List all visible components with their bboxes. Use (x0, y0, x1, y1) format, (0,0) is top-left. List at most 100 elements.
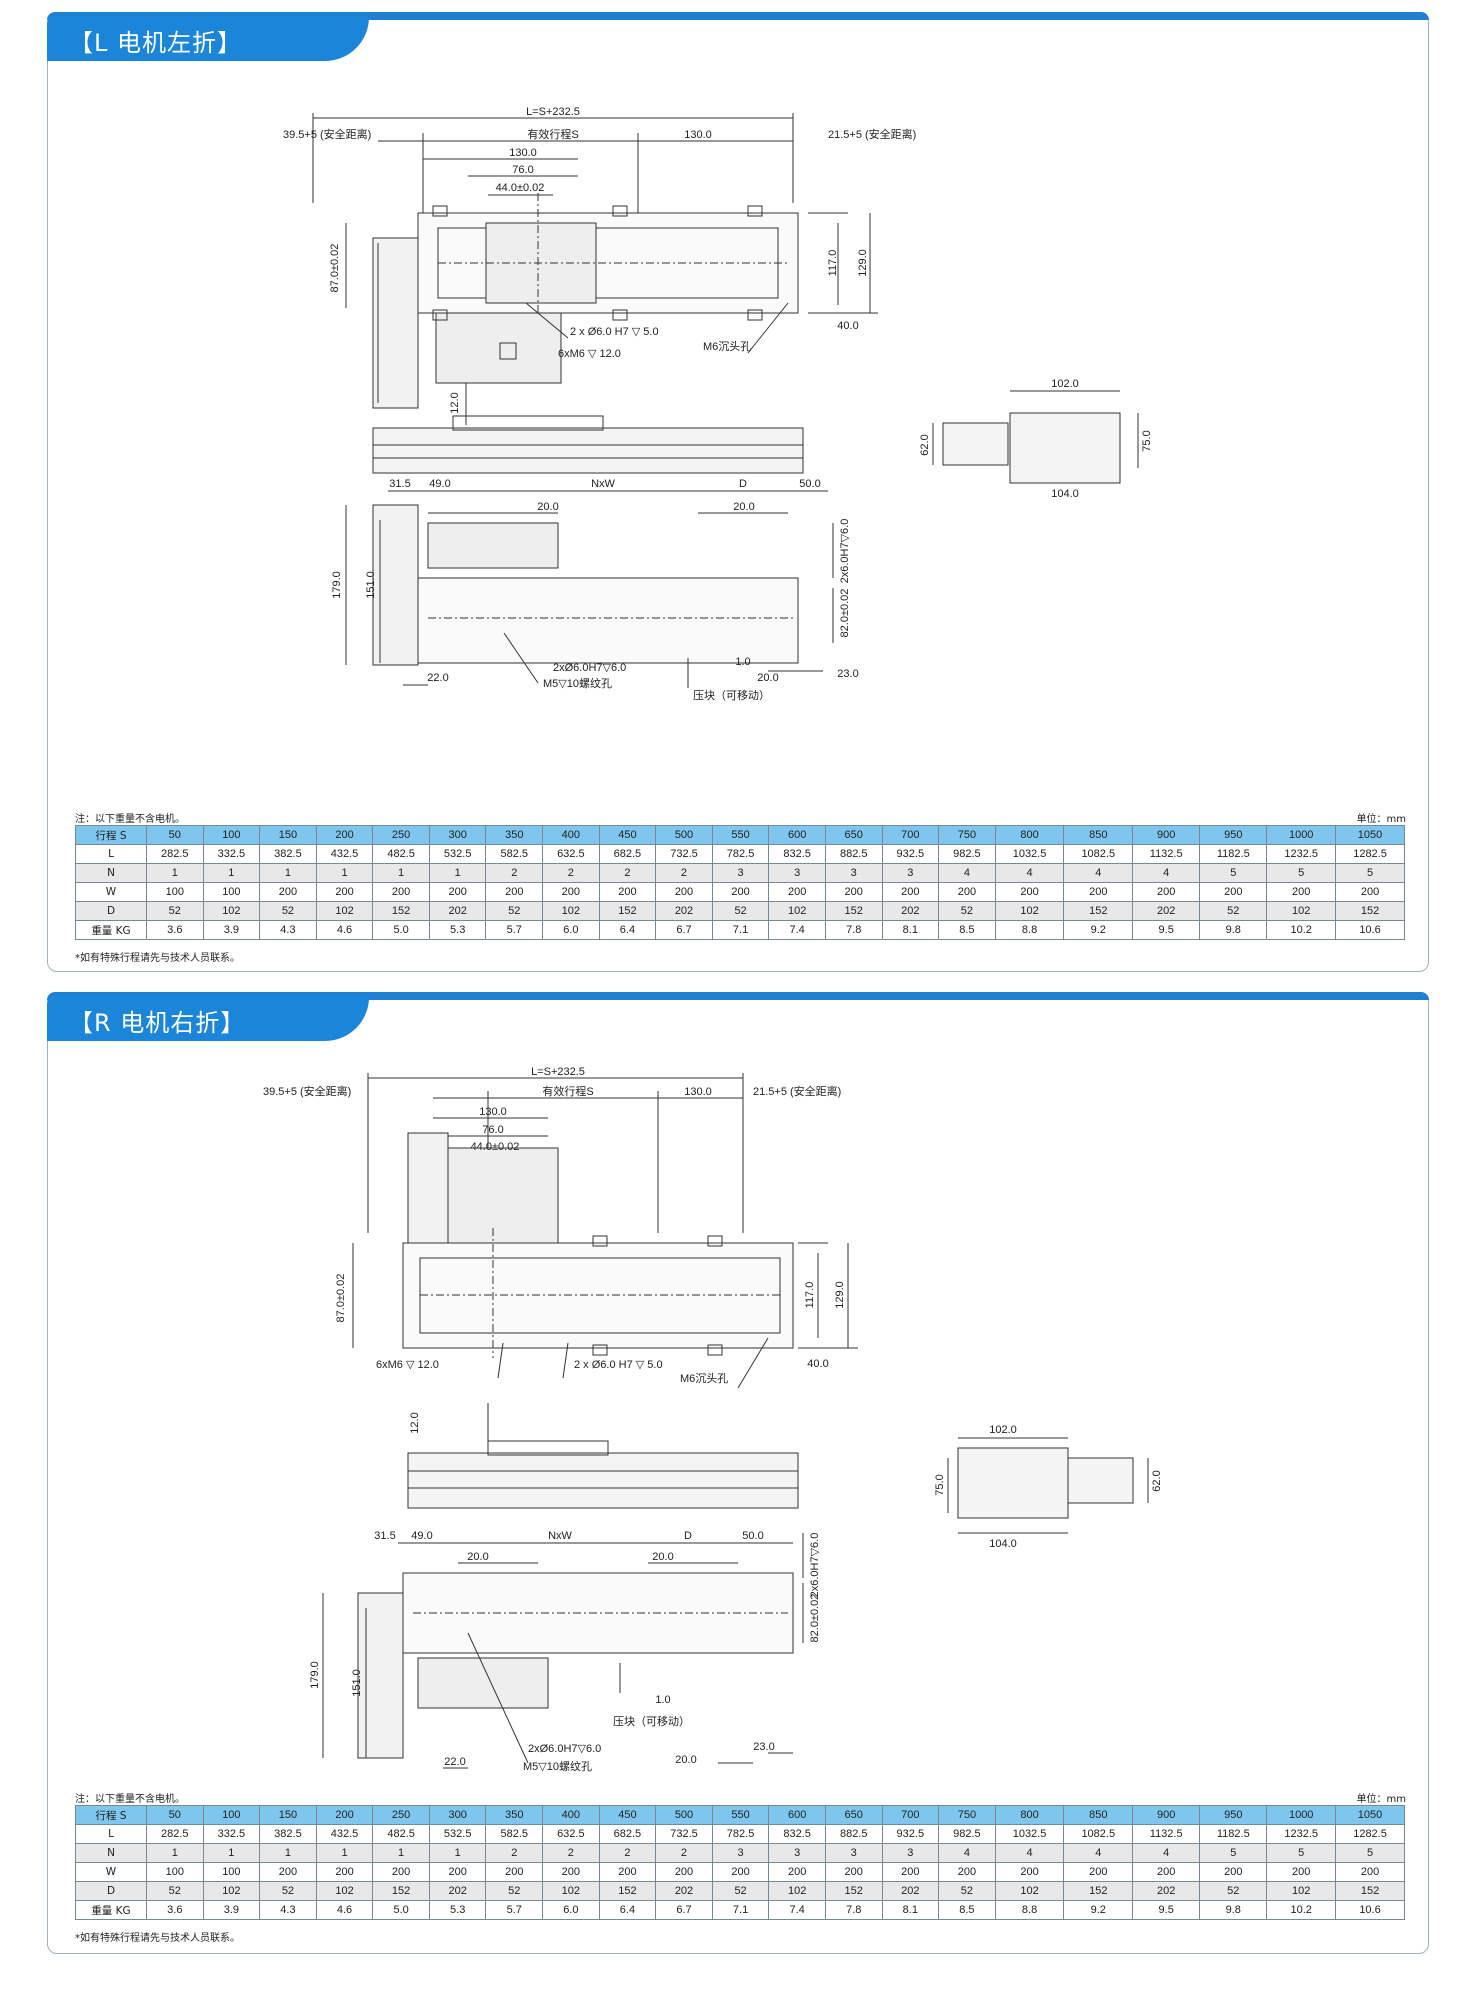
table-cell: 1282.5 (1335, 1824, 1405, 1844)
dim-right-130: 130.0 (684, 129, 712, 141)
table-cell: 300 (428, 1805, 487, 1825)
dim-87: 87.0±0.02 (329, 244, 341, 293)
dim-b22: 22.0 (444, 1756, 465, 1768)
table-cell: 200 (1335, 1862, 1405, 1882)
table-cell: 1132.5 (1132, 1824, 1201, 1844)
table-cell: 200 (315, 1862, 374, 1882)
table-cell: 400 (542, 825, 600, 845)
table-cell: 2 (598, 863, 657, 883)
table-cell: 8.5 (938, 1900, 996, 1920)
table-cell: 200 (711, 1862, 770, 1882)
table-cell: 200 (1199, 1862, 1268, 1882)
table-cell: 4 (938, 1843, 996, 1863)
table-cell: 50 (146, 1805, 204, 1825)
table-cell: 200 (372, 882, 430, 902)
table-cell: 582.5 (485, 844, 544, 864)
table-cell: 5.7 (485, 920, 544, 940)
footnote: *如有特殊行程请先与技术人员联系。 (75, 953, 240, 964)
dim-nxw: NxW (591, 478, 615, 490)
table-cell: 1 (315, 1843, 374, 1863)
dim-bpin2: 2xØ6.0H7▽6.0 (528, 1743, 601, 1755)
dim-bpin: 2x6.0H7▽6.0 (839, 519, 851, 584)
table-cell: 7.8 (824, 920, 883, 940)
table-cell: 732.5 (655, 844, 713, 864)
table-cell: 850 (1063, 1805, 1134, 1825)
dim-b1: 1.0 (735, 656, 750, 668)
table-cell: 600 (768, 825, 826, 845)
dim-m6: 6xM6 ▽ 12.0 (558, 348, 621, 360)
table-cell: 732.5 (655, 1824, 713, 1844)
table-cell: 582.5 (485, 1824, 544, 1844)
table-cell: 200 (768, 1862, 826, 1882)
table-cell: 782.5 (711, 844, 770, 864)
dim-m6: 6xM6 ▽ 12.0 (376, 1359, 439, 1371)
table-cell: 3.9 (202, 1900, 261, 1920)
row-label: D (75, 1881, 147, 1901)
table-cell: 200 (994, 1862, 1065, 1882)
dim-end-h62: 62.0 (919, 434, 931, 455)
table-cell: 52 (711, 901, 770, 921)
table-cell: 332.5 (202, 1824, 261, 1844)
dim-b179: 179.0 (309, 1661, 321, 1689)
dim-44: 44.0±0.02 (471, 1141, 520, 1153)
table-cell: 5 (1335, 863, 1405, 883)
table-cell: 1182.5 (1199, 1824, 1268, 1844)
table-cell: 600 (768, 1805, 826, 1825)
dim-b23: 23.0 (753, 1741, 774, 1753)
table-cell: 2 (655, 1843, 713, 1863)
table-cell: 200 (1063, 1862, 1134, 1882)
table-cell: 200 (315, 825, 374, 845)
table-cell: 5.3 (428, 920, 487, 940)
table-cell: 102 (315, 1881, 374, 1901)
table-cell: 6.7 (655, 920, 713, 940)
table-cell: 1 (372, 863, 430, 883)
table-cell: 900 (1132, 825, 1201, 845)
dim-44: 44.0±0.02 (496, 182, 545, 194)
dim-b50: 50.0 (799, 478, 820, 490)
table-cell: 3.9 (202, 920, 261, 940)
table-cell: 10.6 (1335, 920, 1405, 940)
dim-b1: 1.0 (655, 1694, 670, 1706)
dim-b179: 179.0 (331, 571, 343, 599)
table-cell: 932.5 (881, 844, 940, 864)
table-cell: 1 (259, 1843, 317, 1863)
table-cell: 200 (542, 882, 600, 902)
section-tab: 【R 电机右折】 (47, 995, 369, 1041)
table-cell: 1050 (1335, 1805, 1405, 1825)
table-cell: 3.6 (146, 1900, 204, 1920)
table-cell: 1 (202, 1843, 261, 1863)
section-title: 【L 电机左折】 (69, 29, 242, 57)
table-cell: 52 (485, 901, 544, 921)
weight-note: 注：以下重量不含电机。 (75, 1794, 185, 1805)
table-cell: 682.5 (598, 844, 657, 864)
table-cell: 52 (711, 1881, 770, 1901)
table-cell: 1000 (1266, 1805, 1337, 1825)
row-label: W (75, 882, 147, 902)
table-cell: 500 (655, 1805, 713, 1825)
table-cell: 6.4 (598, 920, 657, 940)
table-cell: 102 (202, 1881, 261, 1901)
table-cell: 9.8 (1199, 1900, 1268, 1920)
dim-bpin: 2x6.0H7▽6.0 (809, 1533, 821, 1598)
table-cell: 202 (881, 1881, 940, 1901)
panel-top-bar (47, 992, 1429, 1000)
table-cell: 200 (485, 882, 544, 902)
table-cell: 532.5 (428, 844, 487, 864)
row-label: 行程 S (75, 1805, 147, 1825)
table-cell: 200 (259, 1862, 317, 1882)
table-cell: 52 (938, 901, 996, 921)
table-cell: 102 (1266, 901, 1337, 921)
table-cell: 5 (1199, 1843, 1268, 1863)
table-cell: 202 (1132, 901, 1201, 921)
panel-top-bar (47, 12, 1429, 20)
table-cell: 432.5 (315, 1824, 374, 1844)
table-cell: 102 (542, 901, 600, 921)
dim-bpin2: 2xØ6.0H7▽6.0 (553, 662, 626, 674)
